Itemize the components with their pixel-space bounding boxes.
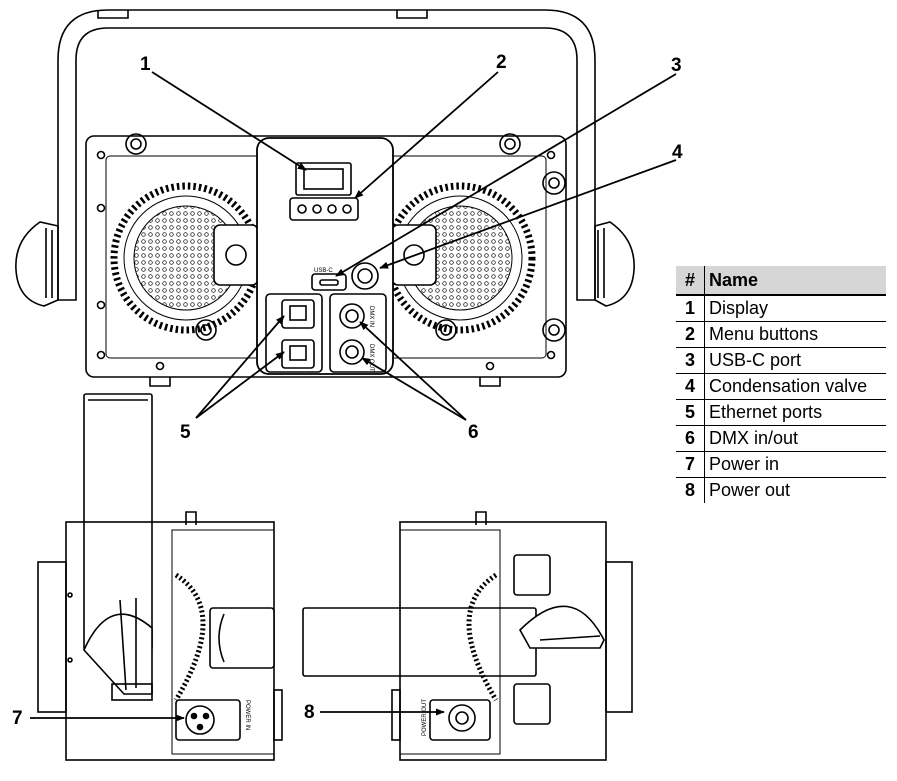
dmx-out-port	[339, 339, 365, 365]
legend-row-name: Menu buttons	[709, 324, 819, 344]
callout-4: 4	[672, 142, 683, 163]
front-view	[15, 9, 635, 387]
right-fan	[384, 182, 536, 341]
side-view-right	[302, 511, 633, 761]
callout-6: 6	[468, 422, 479, 443]
legend-row: 5 Ethernet ports	[676, 399, 886, 426]
left-handle	[15, 221, 59, 307]
callout-lines	[30, 71, 677, 722]
dmx-in-label: DMX IN	[368, 306, 374, 327]
legend-row-number: 2	[676, 321, 705, 348]
legend-row-number: 1	[676, 295, 705, 322]
legend-row-name: USB-C port	[709, 350, 802, 370]
legend-header-number: #	[676, 266, 705, 295]
usb-label: USB-C	[314, 268, 333, 274]
leader-5a	[195, 315, 285, 419]
leader-1	[151, 71, 307, 171]
legend-row-name: DMX in/out	[709, 428, 799, 448]
legend-row-number: 8	[676, 477, 705, 503]
arm-horizontal	[302, 607, 537, 677]
usb-c-port	[311, 273, 347, 291]
right-handle	[594, 221, 635, 307]
condensation-valve	[351, 262, 379, 290]
leader-6a	[359, 321, 467, 421]
ethernet-port-1	[281, 299, 315, 329]
legend-row: 4 Condensation valve	[676, 373, 886, 400]
legend-header-row: # Name	[676, 266, 886, 295]
display-screen	[295, 162, 352, 196]
left-fan	[110, 182, 262, 341]
legend-row-number: 4	[676, 373, 705, 400]
callout-1: 1	[140, 54, 151, 75]
legend-row: 1 Display	[676, 295, 886, 322]
leader-3	[335, 73, 677, 277]
callout-8: 8	[304, 702, 315, 723]
legend-row: 6 DMX in/out	[676, 425, 886, 452]
legend-header-name: Name	[704, 266, 886, 295]
callout-7: 7	[12, 708, 23, 729]
side-view-left	[37, 393, 283, 761]
legend-row: 8 Power out	[676, 477, 886, 503]
legend-row-name: Ethernet ports	[709, 402, 823, 422]
parts-legend-table: # Name 1 Display 2 Menu buttons 3 USB-C …	[676, 266, 886, 503]
legend-row: 2 Menu buttons	[676, 321, 886, 348]
callout-3: 3	[671, 55, 682, 76]
yoke-bracket	[57, 9, 596, 301]
power-out-label: POWER OUT	[422, 699, 428, 736]
dmx-in-port	[339, 303, 365, 329]
leader-4	[379, 159, 677, 269]
legend-row-number: 6	[676, 425, 705, 452]
callout-5: 5	[180, 422, 191, 443]
legend-row-number: 5	[676, 399, 705, 426]
dmx-out-label: DMX OUT	[368, 344, 374, 372]
callout-2: 2	[496, 52, 507, 73]
front-housing	[85, 135, 567, 378]
leader-5b	[195, 351, 285, 419]
legend-row: 3 USB-C port	[676, 347, 886, 374]
legend-row-name: Display	[709, 298, 769, 318]
leader-6b	[361, 357, 467, 421]
legend-row-name: Power out	[709, 480, 791, 500]
control-panel	[256, 137, 394, 375]
leader-2	[354, 71, 499, 199]
legend-row-number: 3	[676, 347, 705, 374]
legend-row: 7 Power in	[676, 451, 886, 478]
power-out-port	[429, 699, 491, 741]
power-in-label: POWER IN	[244, 700, 250, 730]
legend-row-name: Condensation valve	[709, 376, 868, 396]
legend-row-name: Power in	[709, 454, 780, 474]
legend-row-number: 7	[676, 451, 705, 478]
